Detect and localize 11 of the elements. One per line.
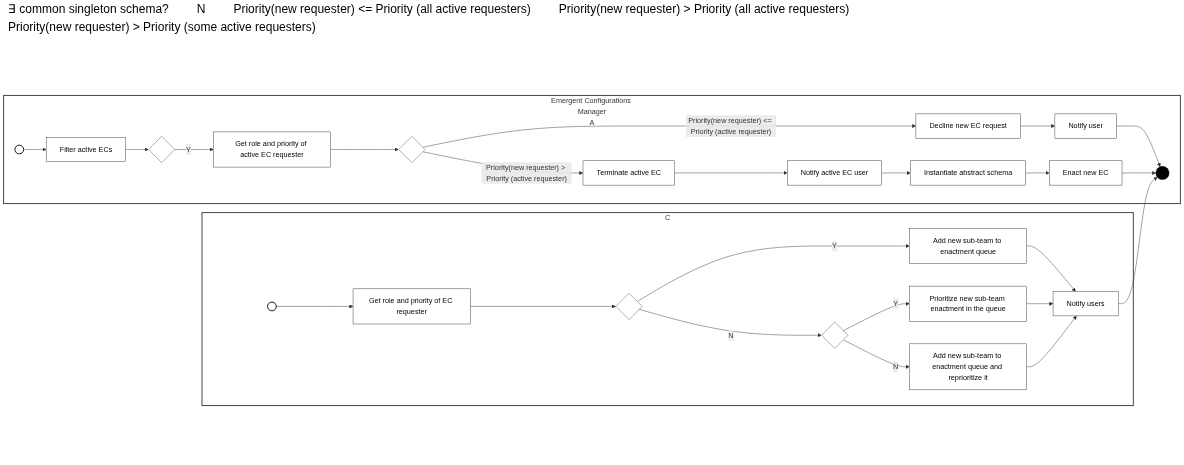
node-diamond xyxy=(148,136,176,163)
note-text: N xyxy=(196,2,206,16)
note-text: Priority(new requester) > Priority (some active requesters) xyxy=(8,20,316,34)
node-diamond xyxy=(398,136,426,163)
node-diamond xyxy=(821,321,849,349)
node-circle xyxy=(14,144,25,155)
node-circle xyxy=(267,301,277,312)
node-diamond xyxy=(615,293,643,320)
note-text: ∃ common singleton schema? xyxy=(8,2,169,16)
note-text: Priority(new requester) > Priority (all active requesters) xyxy=(558,2,850,16)
note-text: Priority(new requester) <= Priority (all active requesters) xyxy=(233,2,531,16)
